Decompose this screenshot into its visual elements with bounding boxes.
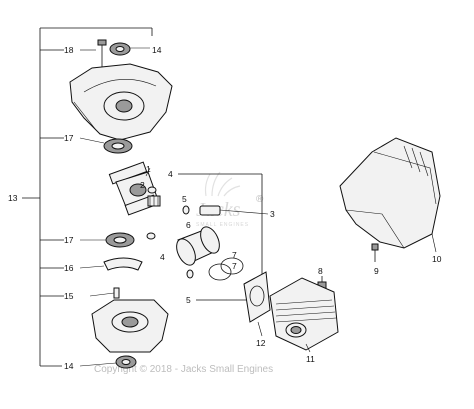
- part-2-needle-bearing: [147, 195, 161, 207]
- part-11-cylinder: [269, 277, 339, 353]
- part-14-seal-bottom: [79, 355, 137, 369]
- watermark-copyright: Copyright © 2018 - Jacks Small Engines: [94, 364, 273, 375]
- callout-4-bottom: 4: [160, 252, 165, 262]
- callout-16: 16: [64, 263, 74, 273]
- part-16-retainer: [79, 257, 143, 271]
- watermark-logo-mark: ®: [256, 194, 264, 205]
- callout-11: 11: [306, 354, 315, 364]
- part-5-circlip-lower: [186, 269, 194, 279]
- callout-14-bottom: 14: [64, 361, 74, 371]
- callout-17-lower: 17: [64, 235, 74, 245]
- callout-13: 13: [8, 193, 18, 203]
- part-3-piston-pin: [199, 205, 269, 216]
- part-upper-crankcase: [69, 63, 173, 141]
- callout-4-top: 4: [168, 169, 173, 179]
- callout-1: 1: [146, 164, 151, 174]
- part-lower-crankcase: [91, 299, 169, 353]
- part-12-gasket: [243, 271, 271, 337]
- part-6-piston: [176, 226, 220, 266]
- callout-5-bottom: 5: [186, 295, 191, 305]
- part-4-washer-left: [146, 232, 156, 240]
- callout-12: 12: [256, 338, 266, 348]
- callout-3: 3: [270, 209, 275, 219]
- watermark-logo-sub: SMALL ENGINES: [196, 222, 249, 228]
- part-14-seal-top: [109, 42, 150, 56]
- watermark-grass-icon: [204, 171, 241, 197]
- part-5-circlip-upper: [182, 205, 190, 215]
- callout-7-upper: 7: [232, 250, 237, 260]
- callout-9: 9: [374, 266, 379, 276]
- callout-5-top: 5: [182, 194, 187, 204]
- part-4-washer-upper: [147, 186, 157, 194]
- callout-7-lower: 7: [232, 261, 237, 271]
- part-7-piston-rings: [208, 257, 244, 281]
- callout-10: 10: [432, 254, 442, 264]
- part-9-screw: [371, 243, 379, 262]
- part-17-bearing-upper: [79, 137, 133, 154]
- assembly-bracket-13: [22, 27, 153, 367]
- callout-6: 6: [186, 220, 191, 230]
- callout-14-top: 14: [152, 45, 162, 55]
- callout-15: 15: [64, 291, 74, 301]
- callout-18: 18: [64, 45, 74, 55]
- callout-17-upper: 17: [64, 133, 74, 143]
- callout-8: 8: [318, 266, 323, 276]
- part-10-shroud: [339, 137, 441, 253]
- part-17-bearing-lower: [80, 232, 135, 248]
- callout-2: 2: [140, 180, 145, 190]
- callouts: 18 14 17 1 2 4 13 5 3 6 17 4 7 7 10 16 9…: [8, 45, 442, 371]
- part-15-pin: [89, 287, 120, 299]
